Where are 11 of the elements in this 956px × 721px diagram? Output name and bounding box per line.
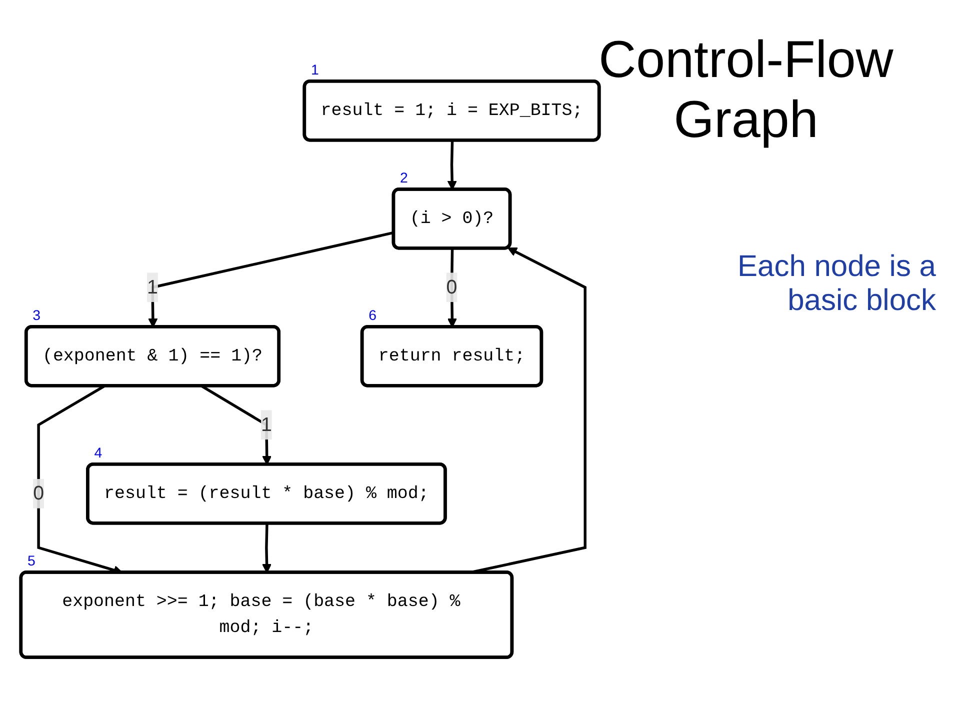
edge-label: 0 — [33, 482, 44, 504]
block-number: 4 — [94, 446, 102, 462]
block-number: 2 — [400, 170, 408, 187]
block-number: 3 — [32, 308, 41, 324]
edge-label: 1 — [260, 413, 272, 436]
block-number: 5 — [27, 554, 36, 570]
edge-label: 1 — [147, 276, 158, 298]
note-text: Each node is a basic block — [736, 250, 936, 318]
edge-label: 0 — [446, 276, 458, 298]
block-number: 6 — [368, 308, 376, 324]
block-number: 1 — [310, 62, 319, 79]
